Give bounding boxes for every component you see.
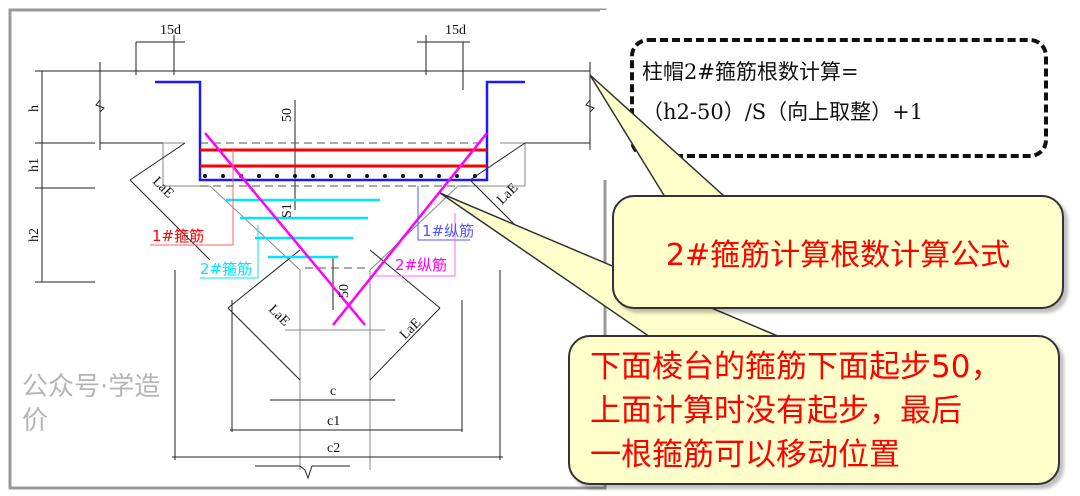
dim-50-low: 50 (337, 284, 352, 298)
dim-50-top: 50 (280, 108, 295, 122)
callout-formula-title: 2#箍筋计算根数计算公式 (612, 195, 1064, 309)
longitudinal2-rebars (204, 132, 488, 326)
formula-panel: 柱帽2#箍筋根数计算= （h2-50）/S（向上取整）+1 (600, 10, 1065, 180)
formula-line1: 柱帽2#箍筋根数计算= (642, 60, 859, 84)
label-long1: 1#纵筋 (422, 222, 474, 240)
watermark: 公众号·学造价 (22, 372, 161, 436)
callout2-line2: 上面计算时没有起步，最后 (590, 393, 962, 429)
dim-h2: h2 (27, 228, 42, 242)
formula-line2: （h2-50）/S（向上取整）+1 (642, 100, 924, 124)
dim-c2: c2 (327, 441, 340, 456)
dim-c1: c1 (327, 414, 340, 429)
callout2-line1: 下面棱台的箍筋下面起步50， (590, 349, 1002, 385)
formula-box: 柱帽2#箍筋根数计算= （h2-50）/S（向上取整）+1 (630, 38, 1048, 158)
stirrup-blue-rebar (155, 80, 525, 182)
dim-h: h (27, 105, 42, 112)
callout2-line3: 一根箍筋可以移动位置 (590, 437, 900, 473)
dim-s1: S1 (280, 203, 295, 218)
label-stirrup2: 2#箍筋 (200, 260, 252, 278)
callout-note: 下面棱台的箍筋下面起步50， 上面计算时没有起步，最后 一根箍筋可以移动位置 (568, 335, 1060, 485)
dim-15d-left: 15d (160, 23, 181, 38)
callout1-text: 2#箍筋计算根数计算公式 (665, 238, 1011, 273)
stirrup2-rebars (226, 198, 380, 259)
label-stirrup1: 1#箍筋 (152, 227, 204, 245)
longitudinal-bar-dots (203, 174, 477, 178)
dashed-cover-lines (200, 142, 487, 269)
dim-h1: h1 (27, 158, 42, 172)
label-long2: 2#纵筋 (395, 256, 447, 274)
dim-c: c (330, 384, 336, 399)
dim-15d-right: 15d (445, 23, 466, 38)
